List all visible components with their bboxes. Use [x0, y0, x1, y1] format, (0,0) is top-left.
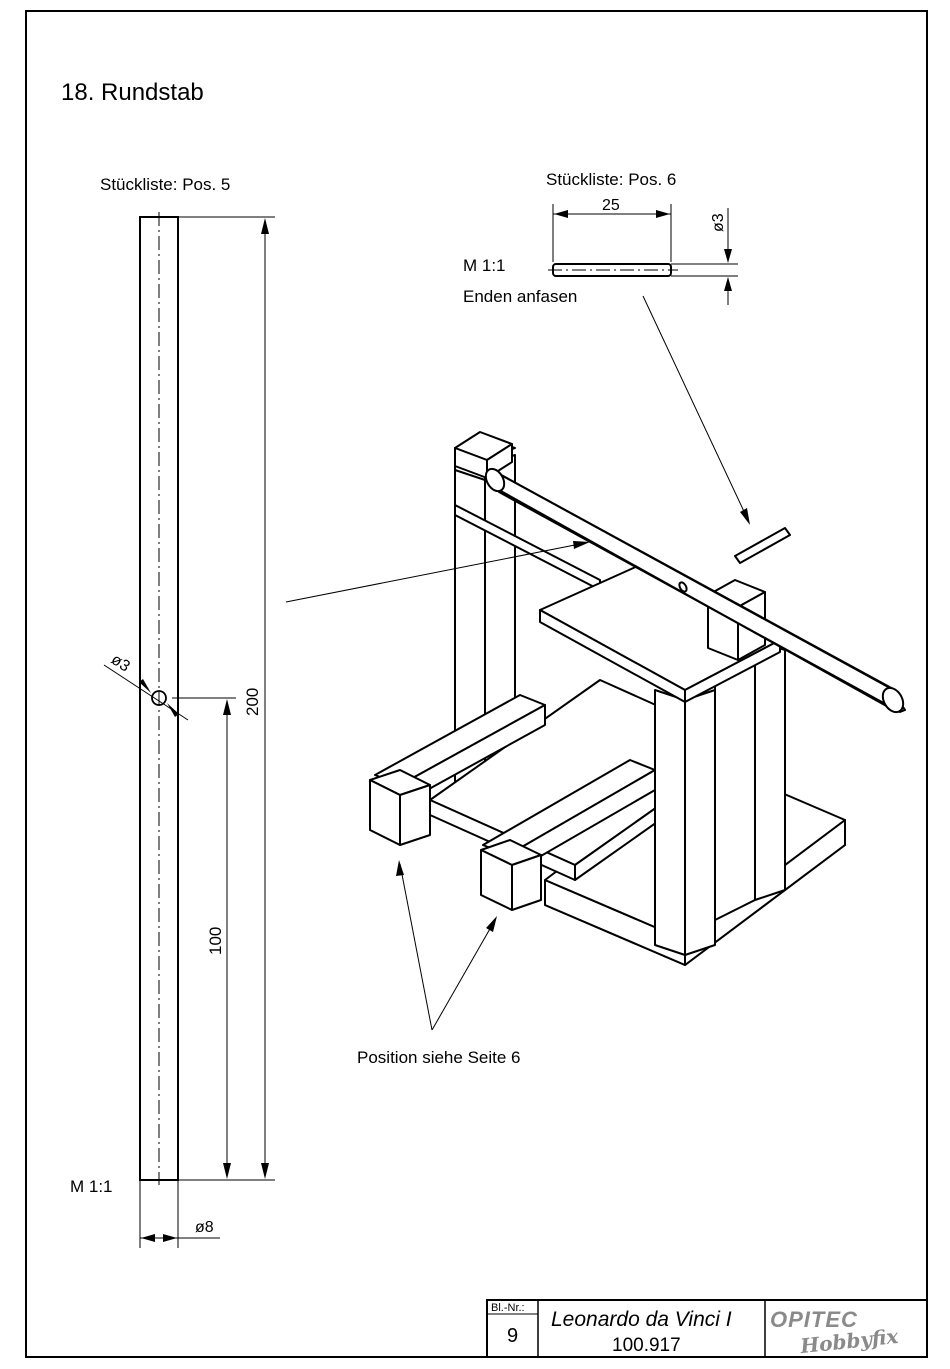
dim-diameter-8: ø8 — [195, 1219, 214, 1236]
dim-pin-diameter: ø3 — [710, 213, 727, 232]
scale-left: M 1:1 — [70, 1177, 113, 1196]
title-block: Bl.-Nr.: 9 Leonardo da Vinci I 100.917 O… — [487, 1300, 927, 1358]
page-title: 18. Rundstab — [61, 79, 204, 106]
scale-right: M 1:1 — [463, 256, 506, 275]
dim-pin-length-25: 25 — [602, 197, 620, 214]
parts-list-pos6: Stückliste: Pos. 6 — [546, 170, 676, 189]
sheet-number: 9 — [507, 1325, 518, 1347]
article-number: 100.917 — [612, 1335, 681, 1356]
assembly-view — [286, 432, 907, 1030]
long-rod-drawing: Stückliste: Pos. 5 ø3 200 100 ø8 M 1: — [70, 175, 275, 1248]
pin-note: Enden anfasen — [463, 287, 577, 306]
dim-length-200: 200 — [243, 688, 262, 716]
position-callout: Position siehe Seite 6 — [357, 1048, 521, 1067]
opitec-logo: OPITEC Hobbyfix — [770, 1307, 900, 1358]
sheet-number-label: Bl.-Nr.: — [491, 1302, 525, 1314]
parts-list-pos5: Stückliste: Pos. 5 — [100, 175, 230, 194]
dim-hole-position-100: 100 — [206, 927, 225, 955]
project-name: Leonardo da Vinci I — [551, 1308, 732, 1331]
svg-text:OPITEC: OPITEC — [770, 1307, 858, 1332]
dim-hole-diameter: ø3 — [108, 651, 133, 675]
